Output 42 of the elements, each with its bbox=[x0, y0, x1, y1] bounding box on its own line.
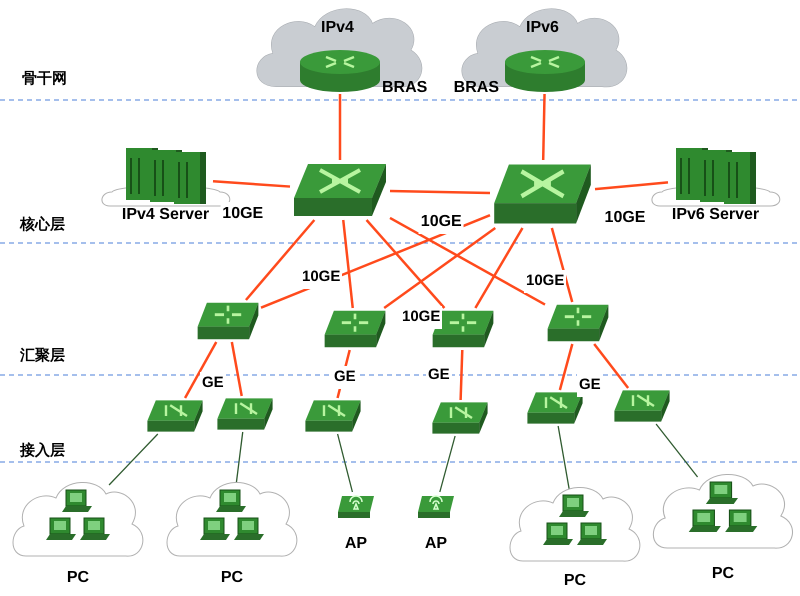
connection-line bbox=[230, 342, 243, 396]
node-label: IPv4 Server bbox=[120, 206, 210, 224]
connection-line bbox=[336, 434, 354, 492]
connection-line bbox=[474, 227, 524, 309]
node-label: AP bbox=[344, 534, 368, 554]
connection-line bbox=[593, 343, 630, 389]
node-label: IPv6 bbox=[525, 18, 560, 38]
connection-line bbox=[558, 344, 574, 390]
connection-line bbox=[342, 220, 354, 308]
device-label: BRAS bbox=[454, 78, 499, 98]
link-speed-label: GE bbox=[332, 366, 358, 388]
connection-line bbox=[558, 426, 570, 490]
node-label: PC bbox=[710, 564, 736, 584]
link-speed-label: 10GE bbox=[524, 270, 566, 292]
node-label: PC bbox=[562, 571, 588, 591]
connection-line bbox=[212, 180, 290, 188]
node-label: PC bbox=[66, 568, 90, 588]
connection-line bbox=[459, 350, 464, 400]
link-speed-label: 10GE bbox=[400, 306, 442, 328]
connection-line bbox=[184, 341, 218, 399]
link-speed-label: GE bbox=[577, 374, 603, 396]
connection-line bbox=[550, 228, 574, 302]
node-label: PC bbox=[220, 568, 244, 588]
connection-line bbox=[390, 190, 490, 194]
connection-line bbox=[594, 181, 668, 190]
connection-line bbox=[366, 219, 446, 309]
layer-label: 骨干网 bbox=[22, 69, 67, 89]
connection-line bbox=[338, 94, 342, 160]
connection-line bbox=[108, 434, 158, 486]
device-label: BRAS bbox=[382, 78, 428, 98]
connection-line bbox=[383, 226, 496, 310]
node-label: IPv6 Server bbox=[670, 206, 760, 224]
connection-line bbox=[542, 94, 546, 160]
layer-label: 核心层 bbox=[20, 215, 65, 235]
node-label: IPv4 bbox=[320, 18, 355, 38]
node-label: AP bbox=[424, 534, 448, 554]
connection-line bbox=[245, 219, 316, 301]
connection-line bbox=[439, 436, 456, 492]
layer-label: 汇聚层 bbox=[20, 346, 65, 366]
layer-label: 接入层 bbox=[20, 441, 65, 461]
connection-line bbox=[389, 216, 546, 306]
connection-line bbox=[656, 424, 698, 478]
